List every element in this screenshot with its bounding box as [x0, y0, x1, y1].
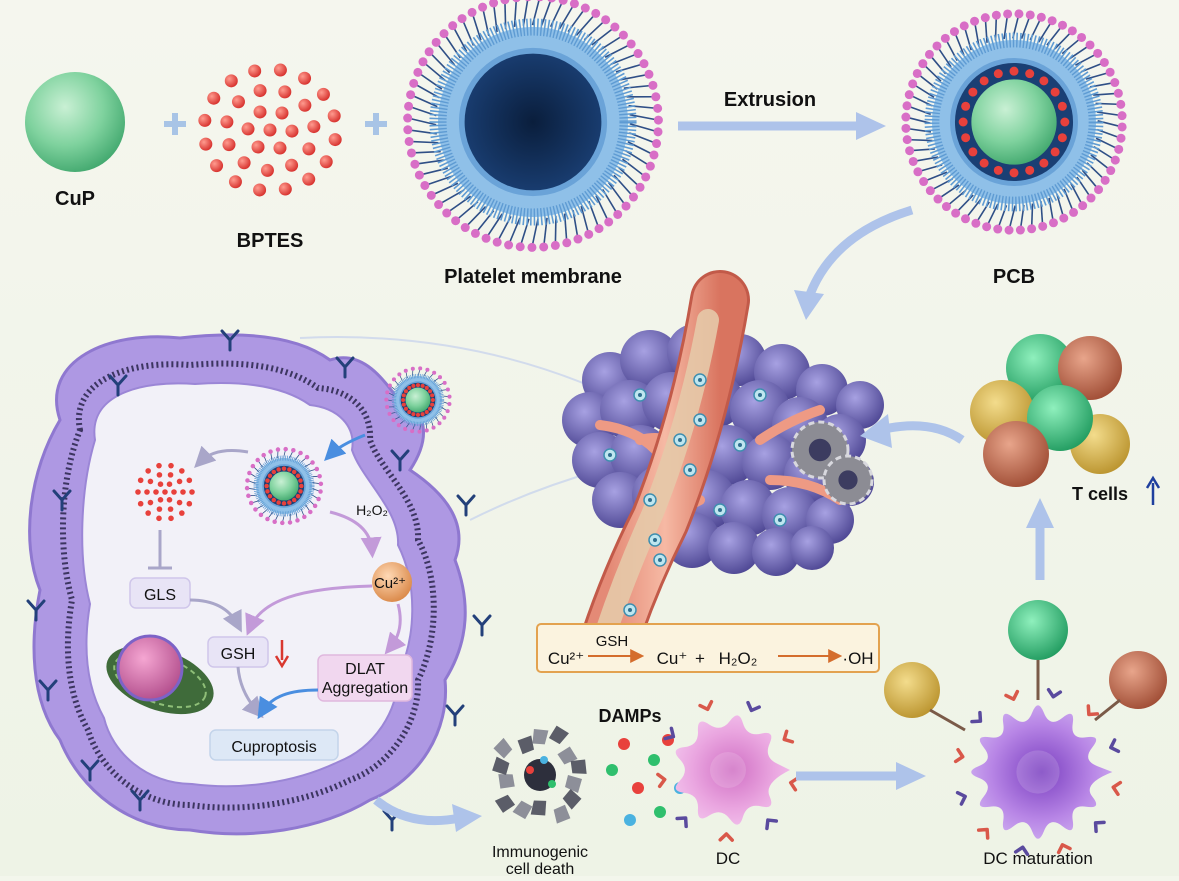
label-platelet-membrane: Platelet membrane — [444, 266, 622, 288]
label-cu2: Cu²⁺ — [374, 575, 406, 592]
label-immunogenic: Immunogenic — [492, 844, 588, 861]
mature-dendritic-cell — [956, 690, 1121, 855]
label-dc: DC — [716, 849, 741, 868]
label-cuproptosis: Cuproptosis — [231, 739, 316, 756]
label-h2o2: H₂O₂ — [356, 502, 388, 518]
reaction-oh: ·OH — [842, 649, 873, 668]
label-damps: DAMPs — [598, 706, 661, 726]
pcb-nanoparticle — [901, 9, 1126, 234]
label-aggregation: Aggregation — [322, 680, 408, 697]
label-t-cells: T cells — [1072, 484, 1128, 504]
label-extrusion: Extrusion — [724, 89, 816, 111]
label-cell-death: cell death — [506, 861, 575, 876]
label-bptes: BPTES — [237, 230, 304, 252]
reaction-cu1: Cu⁺ — [657, 649, 688, 668]
reaction-box — [537, 624, 879, 672]
label-cup: CuP — [55, 188, 95, 210]
reaction-h2o2: H₂O₂ — [719, 649, 758, 668]
reaction-plus: + — [695, 649, 705, 668]
label-gls: GLS — [144, 587, 176, 604]
cup-particle — [25, 72, 125, 172]
reaction-cu2: Cu²⁺ — [548, 649, 584, 668]
reaction-gsh: GSH — [596, 633, 629, 650]
label-dlat: DLAT — [345, 661, 385, 678]
label-pcb: PCB — [993, 266, 1035, 288]
label-dc-maturation: DC maturation — [983, 849, 1093, 868]
label-gsh: GSH — [221, 646, 256, 663]
